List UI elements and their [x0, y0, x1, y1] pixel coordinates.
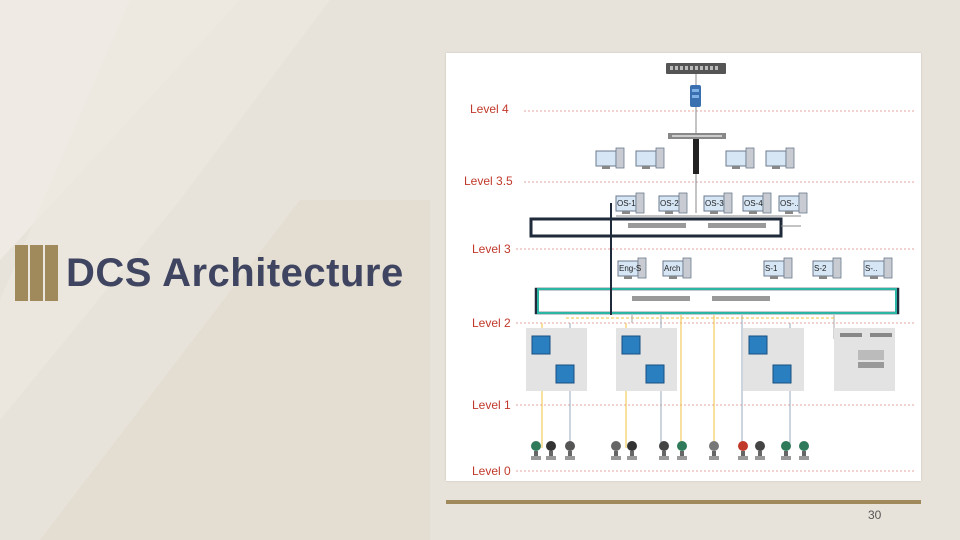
workstation-icon: S-2 — [812, 257, 842, 279]
footer-rule — [446, 500, 921, 504]
workstation-icon: Arch — [662, 257, 692, 279]
field-device-icon — [531, 441, 541, 460]
field-device-icon — [565, 441, 575, 460]
slide-title-block: DCS Architecture — [0, 245, 440, 301]
controller-cabinet — [743, 328, 804, 391]
workstation-label: OS-4 — [744, 199, 763, 208]
level-1-label: Level 1 — [472, 398, 511, 412]
router-icon — [666, 63, 726, 74]
dcs-architecture-diagram: Level 4 Level 3.5 Level 3 Level 2 Level … — [464, 63, 914, 478]
level-0-label: Level 0 — [472, 464, 511, 478]
workstation-icon: OS-4 — [742, 192, 772, 214]
level-2-label: Level 2 — [472, 316, 511, 330]
level-3-label: Level 3 — [472, 242, 511, 256]
workstation-label: OS-.. — [780, 199, 799, 208]
level2-network — [534, 287, 900, 315]
workstation-label: OS-2 — [660, 199, 679, 208]
controller-cabinet — [526, 328, 587, 391]
field-device-icon — [738, 441, 748, 460]
workstation-icon — [595, 147, 625, 169]
level0-field-devices — [531, 441, 809, 460]
controller-cabinet — [834, 328, 895, 391]
field-device-icon — [611, 441, 621, 460]
workstation-icon: OS-2 — [658, 192, 688, 214]
dmz-link — [693, 139, 699, 174]
page-number: 30 — [868, 508, 882, 522]
level2-workstations: Eng-S Arch S-1 S-2 S-.. — [617, 257, 893, 279]
controller-cabinet — [616, 328, 677, 391]
workstation-label: OS-1 — [617, 199, 636, 208]
workstation-icon: OS-3 — [703, 192, 733, 214]
workstation-icon: Eng-S — [617, 257, 647, 279]
workstation-label: S-.. — [865, 264, 877, 273]
field-device-icon — [755, 441, 765, 460]
workstation-icon: S-.. — [863, 257, 893, 279]
workstation-label: Eng-S — [619, 264, 641, 273]
field-links — [541, 203, 835, 448]
level-separators — [516, 110, 914, 472]
slide-title: DCS Architecture — [66, 251, 404, 295]
level-labels: Level 4 Level 3.5 Level 3 Level 2 Level … — [464, 102, 513, 478]
field-device-icon — [709, 441, 719, 460]
workstation-label: Arch — [664, 264, 680, 273]
workstation-icon — [725, 147, 755, 169]
level-3-5-label: Level 3.5 — [464, 174, 513, 188]
workstation-label: S-2 — [814, 264, 827, 273]
architecture-diagram-panel: Level 4 Level 3.5 Level 3 Level 2 Level … — [446, 53, 921, 481]
workstation-label: OS-3 — [705, 199, 724, 208]
field-device-icon — [627, 441, 637, 460]
workstation-icon: OS-.. — [778, 192, 808, 214]
level3-network — [529, 215, 801, 238]
field-device-icon — [799, 441, 809, 460]
firewall-icon — [690, 85, 701, 107]
field-device-icon — [659, 441, 669, 460]
workstation-icon: OS-1 — [615, 192, 645, 214]
field-device-icon — [677, 441, 687, 460]
level3-workstations: OS-1 OS-2 OS-3 OS-4 OS-.. — [615, 192, 808, 214]
level4-workstations — [595, 147, 795, 169]
workstation-icon: S-1 — [763, 257, 793, 279]
level-4-label: Level 4 — [470, 102, 509, 116]
field-device-icon — [781, 441, 791, 460]
field-device-icon — [546, 441, 556, 460]
workstation-icon — [635, 147, 665, 169]
level1-controllers — [526, 328, 895, 391]
workstation-label: S-1 — [765, 264, 778, 273]
workstation-icon — [765, 147, 795, 169]
